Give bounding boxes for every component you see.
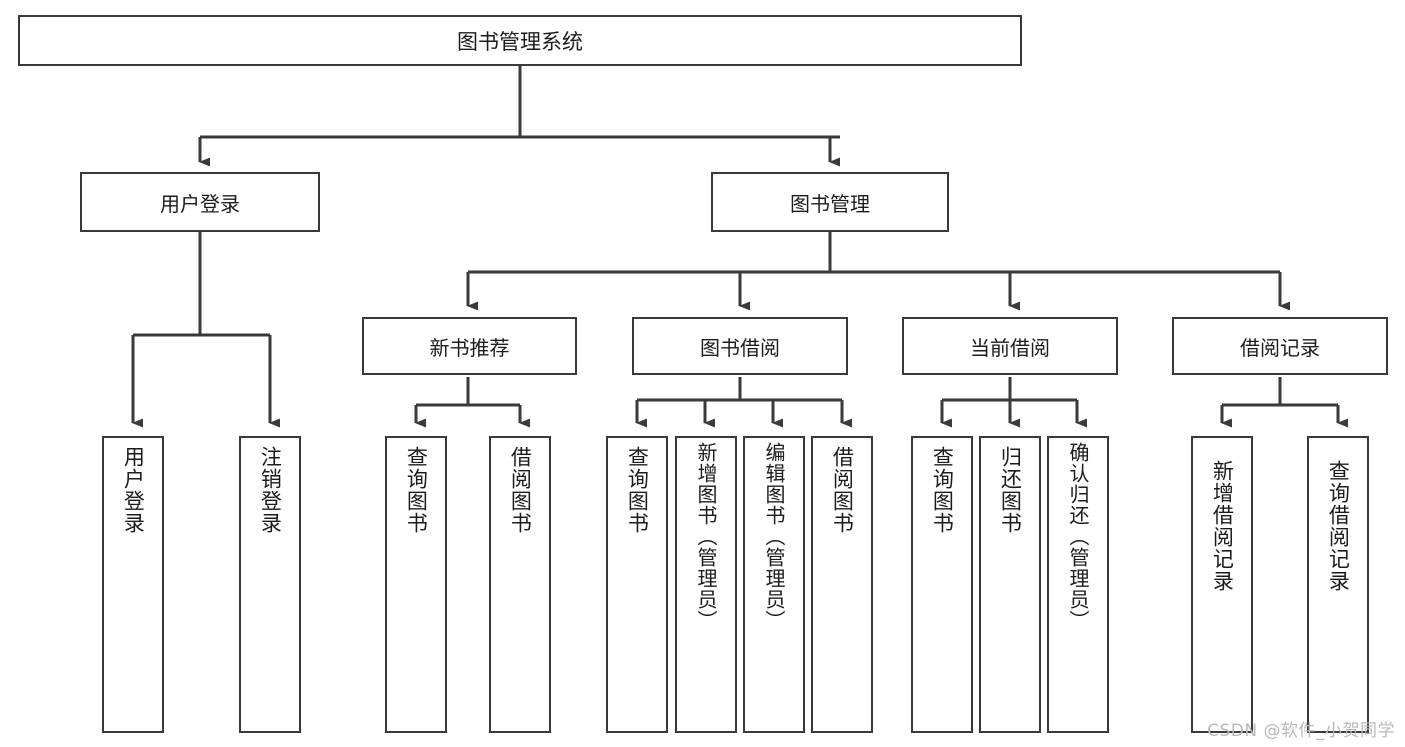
node-new-book-recommend[interactable]: 新书推荐: [362, 317, 577, 375]
leaf-user-login-login[interactable]: 用户登录: [102, 436, 164, 733]
leaf-recommend-borrow-book[interactable]: 借阅图书: [489, 436, 551, 733]
node-book-management-label: 图书管理: [790, 191, 870, 216]
node-borrow-record[interactable]: 借阅记录: [1172, 317, 1388, 375]
leaf-label: 查询借阅记录: [1326, 460, 1351, 592]
leaf-borrow-add-book-admin[interactable]: 新增图书（管理员）: [675, 436, 737, 733]
node-new-book-recommend-label: 新书推荐: [429, 335, 510, 360]
node-borrow-record-label: 借阅记录: [1240, 335, 1320, 360]
leaf-current-confirm-return-admin[interactable]: 确认归还（管理员）: [1047, 436, 1109, 733]
leaf-record-add-record[interactable]: 新增借阅记录: [1191, 436, 1253, 733]
node-book-borrow[interactable]: 图书借阅: [632, 317, 848, 375]
watermark-text: CSDN @软件_小贺同学: [1207, 721, 1395, 741]
node-book-borrow-label: 图书借阅: [700, 335, 780, 360]
leaf-user-login-logout[interactable]: 注销登录: [239, 436, 301, 733]
leaf-label: 归还图书: [998, 446, 1023, 534]
leaf-label: 确认归还（管理员）: [1066, 442, 1090, 631]
node-root-label: 图书管理系统: [457, 29, 583, 54]
leaf-record-query-record[interactable]: 查询借阅记录: [1307, 436, 1369, 733]
leaf-label: 借阅图书: [508, 446, 533, 534]
node-current-borrow[interactable]: 当前借阅: [902, 317, 1118, 375]
leaf-label: 用户登录: [121, 446, 146, 534]
node-root-system[interactable]: 图书管理系统: [18, 15, 1022, 66]
leaf-label: 查询图书: [625, 446, 650, 534]
node-user-login[interactable]: 用户登录: [80, 172, 320, 232]
leaf-label: 查询图书: [930, 446, 955, 534]
leaf-borrow-query-book[interactable]: 查询图书: [606, 436, 668, 733]
leaf-recommend-query-book[interactable]: 查询图书: [385, 436, 447, 733]
leaf-borrow-edit-book-admin[interactable]: 编辑图书（管理员）: [743, 436, 805, 733]
leaf-label: 新增借阅记录: [1210, 460, 1235, 592]
leaf-label: 注销登录: [258, 446, 283, 534]
leaf-current-return-book[interactable]: 归还图书: [979, 436, 1041, 733]
leaf-label: 借阅图书: [830, 446, 855, 534]
leaf-current-query-book[interactable]: 查询图书: [911, 436, 973, 733]
leaf-label: 编辑图书（管理员）: [762, 442, 786, 631]
leaf-label: 新增图书（管理员）: [694, 442, 718, 631]
node-current-borrow-label: 当前借阅: [970, 335, 1050, 360]
leaf-label: 查询图书: [404, 446, 429, 534]
leaf-borrow-borrow-book[interactable]: 借阅图书: [811, 436, 873, 733]
node-user-login-label: 用户登录: [160, 191, 240, 216]
node-book-management[interactable]: 图书管理: [711, 172, 949, 232]
